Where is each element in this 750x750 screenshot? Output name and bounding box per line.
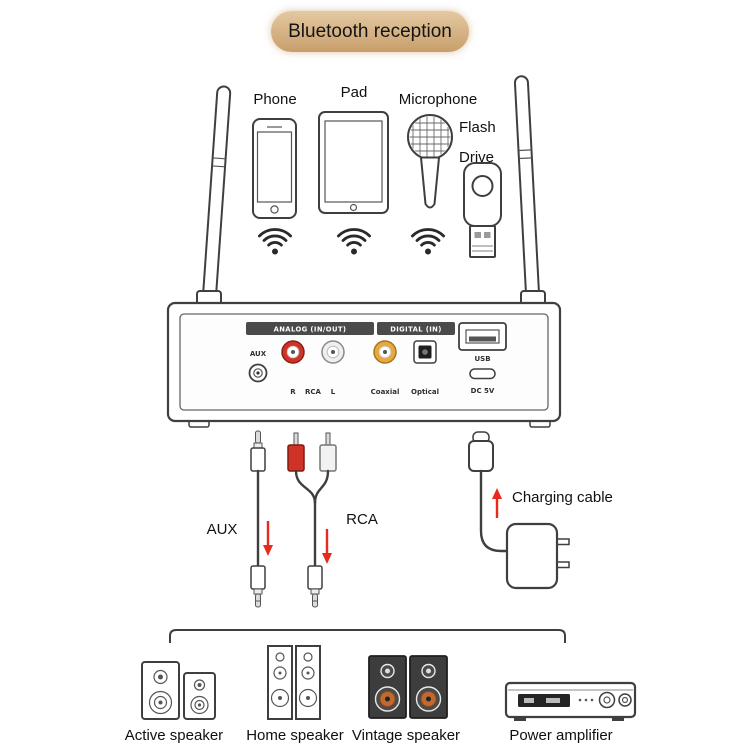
- label-rca-cable: RCA: [346, 511, 378, 528]
- flash-drive-icon: [463, 162, 502, 258]
- analog-header-strip: [246, 322, 374, 335]
- rca-jack-red-icon: [281, 340, 305, 364]
- digital-header-label: DIGITAL (IN): [390, 326, 442, 334]
- phone-icon: [252, 118, 297, 219]
- aux-jack-icon: AUX: [248, 350, 268, 383]
- label-active-speaker: Active speaker: [124, 727, 224, 744]
- power-amplifier-icon: [504, 681, 637, 721]
- optical-label: Optical: [411, 388, 439, 396]
- vintage-speaker-icon: [368, 655, 448, 719]
- label-microphone: Microphone: [398, 91, 478, 108]
- title-badge: Bluetooth reception: [271, 11, 469, 52]
- aux-cable-icon: [250, 430, 266, 608]
- charging-up-arrow-icon: [492, 488, 502, 518]
- label-home-speaker: Home speaker: [246, 727, 344, 744]
- optical-port-icon: [413, 340, 437, 364]
- wifi-icon-microphone: [411, 228, 445, 255]
- receiver-unit: [166, 301, 562, 428]
- dc5v-label: DC 5V: [471, 387, 495, 395]
- output-bracket-line: [169, 629, 566, 643]
- rca-label: RCA: [305, 388, 322, 396]
- usb-port-icon: [458, 322, 507, 351]
- label-aux-cable: AUX: [206, 521, 238, 538]
- microphone-icon: [407, 114, 453, 209]
- rca-cable-icon: [287, 432, 337, 608]
- active-speaker-icon: [141, 661, 216, 720]
- analog-header-label: ANALOG (IN/OUT): [274, 326, 347, 334]
- charging-cable-icon: [468, 431, 570, 590]
- left-antenna-icon: [201, 85, 232, 305]
- label-flash-drive-line2: Drive: [459, 149, 495, 166]
- rca-r-label: R: [290, 388, 296, 396]
- svg-text:AUX: AUX: [250, 350, 267, 358]
- coaxial-jack-icon: [373, 340, 397, 364]
- right-antenna-icon: [513, 75, 541, 305]
- aux-down-arrow-icon: [263, 521, 273, 556]
- rca-jack-white-icon: [321, 340, 345, 364]
- dc5v-port-icon: [469, 368, 496, 380]
- coaxial-label: Coaxial: [371, 388, 400, 396]
- label-power-amplifier: Power amplifier: [509, 727, 613, 744]
- rca-down-arrow-icon: [322, 529, 332, 564]
- rca-l-label: L: [331, 388, 336, 396]
- label-vintage-speaker: Vintage speaker: [351, 727, 461, 744]
- digital-header-strip: [377, 322, 455, 335]
- label-charging-cable: Charging cable: [512, 489, 613, 506]
- pad-icon: [318, 111, 389, 214]
- label-flash-drive-line1: Flash: [459, 119, 496, 136]
- label-pad: Pad: [340, 84, 368, 101]
- wifi-icon-pad: [337, 228, 371, 255]
- wifi-icon-phone: [258, 228, 292, 255]
- usb-label: USB: [474, 355, 490, 363]
- home-speaker-icon: [267, 645, 321, 720]
- label-phone: Phone: [253, 91, 297, 108]
